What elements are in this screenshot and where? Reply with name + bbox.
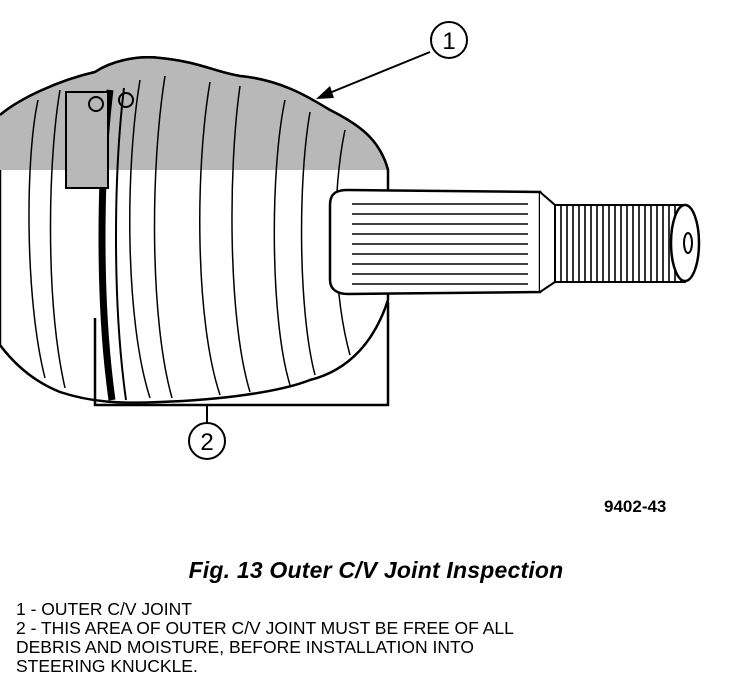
svg-text:2: 2 [200, 429, 213, 456]
legend: 1 - OUTER C/V JOINT 2 - THIS AREA OF OUT… [16, 600, 736, 676]
legend-line: STEERING KNUCKLE. [16, 656, 198, 676]
legend-line: 2 - THIS AREA OF OUTER C/V JOINT MUST BE… [16, 618, 514, 638]
stub-shaft [328, 188, 701, 296]
inspection-area-bracket [93, 302, 390, 425]
figure-caption: Fig. 13 Outer C/V Joint Inspection [188, 557, 564, 583]
callout-1: 1 [430, 21, 468, 59]
legend-line: 1 - OUTER C/V JOINT [16, 599, 192, 619]
svg-text:1: 1 [442, 28, 455, 55]
shaft-splines [352, 203, 528, 285]
callout-2: 2 [188, 422, 226, 460]
legend-line: DEBRIS AND MOISTURE, BEFORE INSTALLATION… [16, 637, 474, 657]
boot-clamp [65, 87, 134, 401]
callout-1-leader [316, 51, 431, 99]
cv-joint-illustration: 1 2 [0, 21, 701, 460]
figure-code: 9402-43 [604, 497, 667, 516]
